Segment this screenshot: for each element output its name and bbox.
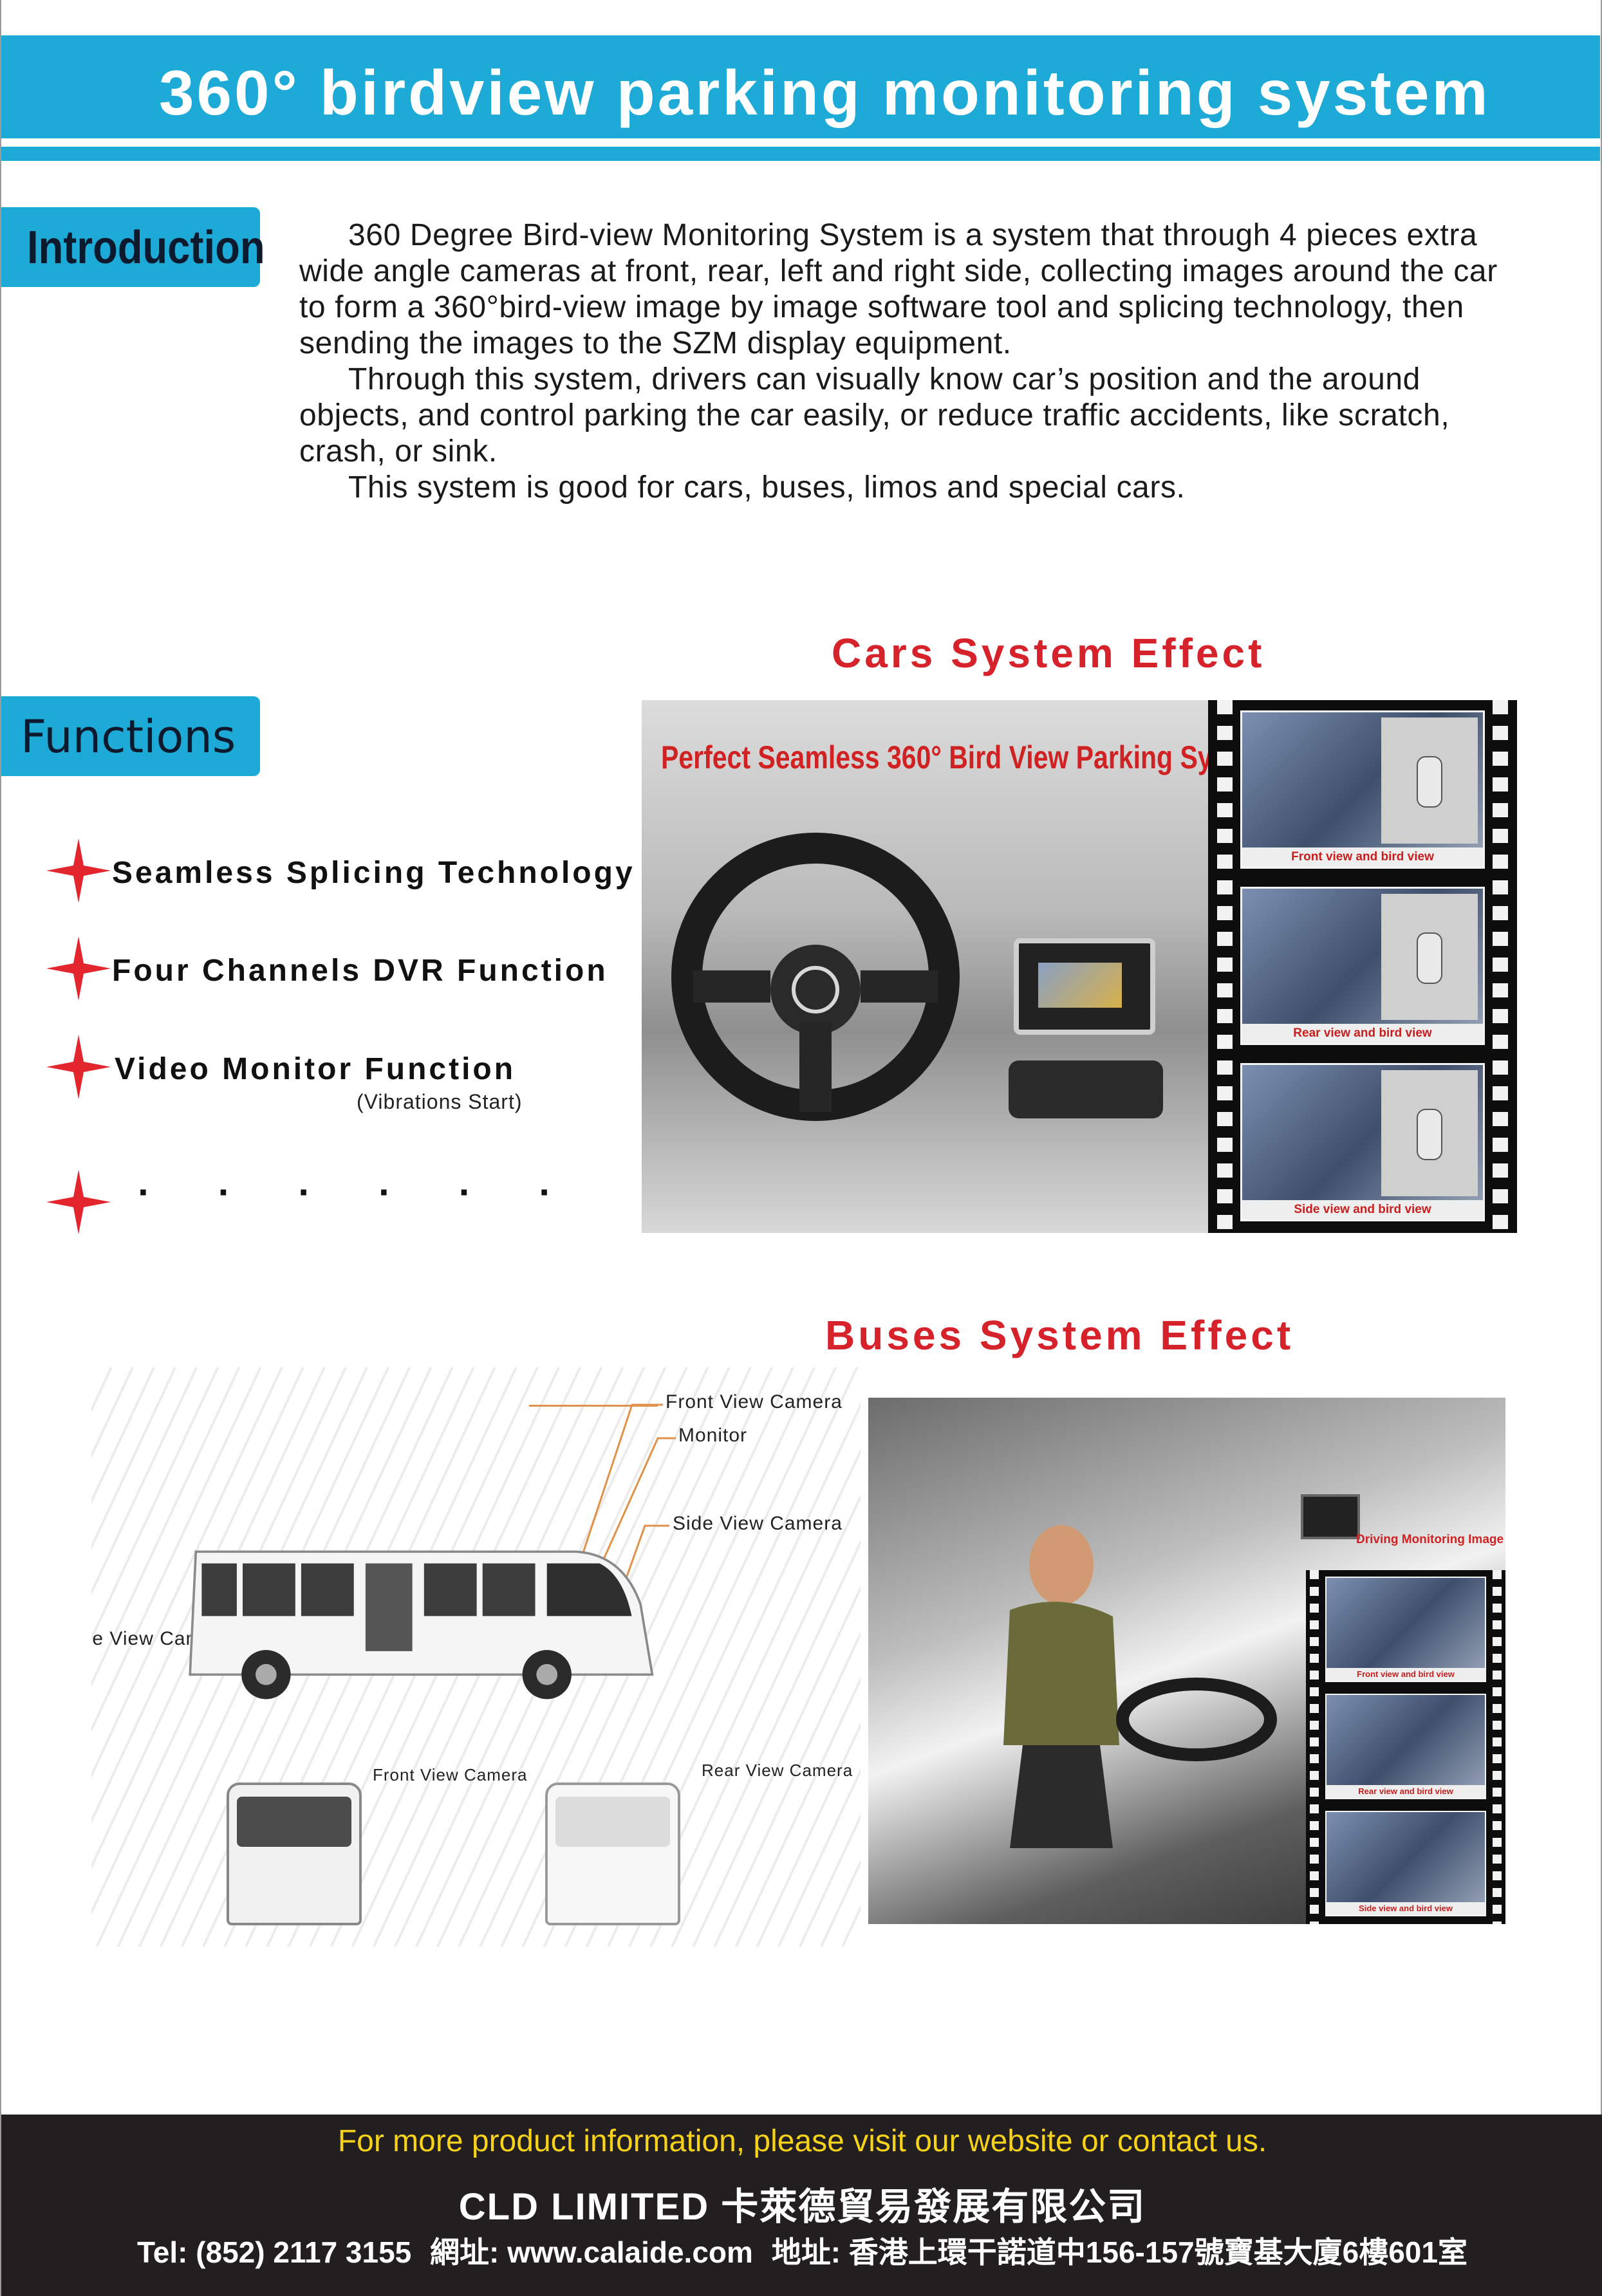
film-perforations-right	[1493, 700, 1508, 1233]
film-perforations-left	[1217, 700, 1233, 1233]
banner-underline	[1, 147, 1600, 161]
car-top-icon	[1417, 932, 1442, 984]
label-rear-view-camera: Rear View Camera	[702, 1761, 853, 1780]
introduction-text: 360 Degree Bird-view Monitoring System i…	[299, 218, 1529, 506]
red-star-icon	[46, 838, 111, 903]
driver-figure-icon	[1003, 1525, 1119, 1848]
bus-steering-wheel-icon	[1116, 1678, 1277, 1761]
cab-monitor	[1301, 1494, 1360, 1539]
bus-side-view-icon	[189, 1550, 654, 1699]
buses-effect-heading: Buses System Effect	[825, 1312, 1294, 1358]
bus-driver-photo: Driving Monitoring Image Front view and …	[868, 1398, 1505, 1924]
functions-tab: Functions	[1, 696, 260, 776]
film-perforations-right	[1493, 1570, 1502, 1924]
birdview-thumbnail	[1381, 1070, 1478, 1196]
function-label: Seamless Splicing Technology	[112, 856, 635, 890]
birdview-thumbnail	[1381, 894, 1478, 1020]
footer-website[interactable]: 網址: www.calaide.com	[430, 2236, 753, 2269]
film-perforations-left	[1310, 1570, 1319, 1924]
intro-paragraph-2: Through this system, drivers can visuall…	[299, 362, 1450, 468]
footer-tel: Tel: (852) 2117 3155	[137, 2236, 412, 2269]
label-monitor: Monitor	[678, 1425, 748, 1446]
steering-wheel-icon	[671, 833, 960, 1121]
bus-frame-side: Side view and bird view	[1325, 1811, 1486, 1916]
footer-contact: Tel: (852) 2117 3155 網址: www.calaide.com…	[1, 2229, 1602, 2272]
function-label: Four Channels DVR Function	[112, 954, 608, 988]
label-front-view-camera-bottom: Front View Camera	[373, 1765, 528, 1784]
car-filmstrip: Front view and bird view Rear view and b…	[1208, 700, 1517, 1233]
intro-paragraph-3: This system is good for cars, buses, lim…	[348, 470, 1186, 505]
car-top-icon	[1417, 1109, 1442, 1160]
introduction-tab-label: Introduction	[27, 222, 265, 273]
bus-filmstrip: Front view and bird view Rear view and b…	[1306, 1570, 1505, 1924]
function-label: Video Monitor Function	[115, 1052, 516, 1086]
banner-divider	[1, 138, 1600, 143]
film-frame-side: Side view and bird view	[1240, 1063, 1485, 1221]
car-top-icon	[1417, 756, 1442, 808]
car-overlay-title: Perfect Seamless 360° Bird View Parking …	[661, 739, 1274, 775]
red-star-icon	[46, 1035, 111, 1099]
bus-rear-window	[555, 1797, 670, 1847]
frame-caption: Side view and bird view	[1327, 1902, 1485, 1915]
frame-caption: Rear view and bird view	[1242, 1024, 1483, 1043]
driving-monitoring-label: Driving Monitoring Image	[1356, 1533, 1504, 1546]
label-side-view-camera-right: Side View Camera	[673, 1513, 843, 1534]
frame-caption: Rear view and bird view	[1327, 1785, 1485, 1798]
footer-company: CLD LIMITED 卡萊德貿易發展有限公司	[458, 2186, 1146, 2228]
footer-cta: For more product information, please vis…	[337, 2124, 1267, 2158]
birdview-thumbnail	[1381, 718, 1478, 844]
title-banner	[1, 35, 1600, 143]
display-screen	[1038, 963, 1122, 1008]
car-interior-image: Perfect Seamless 360° Bird View Parking …	[642, 700, 1517, 1233]
bus-windshield	[237, 1797, 351, 1847]
footer-address: 地址: 香港上環干諾道中156-157號寶基大廈6樓601室	[771, 2236, 1467, 2269]
bus-rear-view-icon	[545, 1782, 680, 1925]
frame-caption: Side view and bird view	[1242, 1200, 1483, 1219]
introduction-tab: Introduction	[1, 207, 265, 287]
label-front-view-camera-top: Front View Camera	[666, 1391, 843, 1412]
film-frame-front: Front view and bird view	[1240, 710, 1485, 869]
film-frame-rear: Rear view and bird view	[1240, 887, 1485, 1045]
frame-caption: Front view and bird view	[1327, 1668, 1485, 1681]
bus-frame-front: Front view and bird view	[1325, 1577, 1486, 1682]
center-display	[1014, 938, 1155, 1035]
bus-camera-diagram: Front View Camera Monitor Side View Came…	[91, 1367, 861, 1947]
function-note: (Vibrations Start)	[357, 1090, 523, 1113]
bus-front-view-icon	[227, 1782, 362, 1925]
bus-frame-rear: Rear view and bird view	[1325, 1694, 1486, 1799]
more-functions-ellipsis: · · · · · ·	[138, 1171, 581, 1214]
footer	[1, 2115, 1602, 2296]
frame-caption: Front view and bird view	[1242, 847, 1483, 867]
page-title: 360° birdview parking monitoring system	[159, 57, 1491, 128]
red-star-icon	[46, 936, 111, 1001]
intro-paragraph-1: 360 Degree Bird-view Monitoring System i…	[299, 218, 1498, 360]
red-star-icon	[46, 1170, 111, 1234]
cars-effect-heading: Cars System Effect	[832, 630, 1265, 676]
climate-control	[1009, 1060, 1163, 1118]
